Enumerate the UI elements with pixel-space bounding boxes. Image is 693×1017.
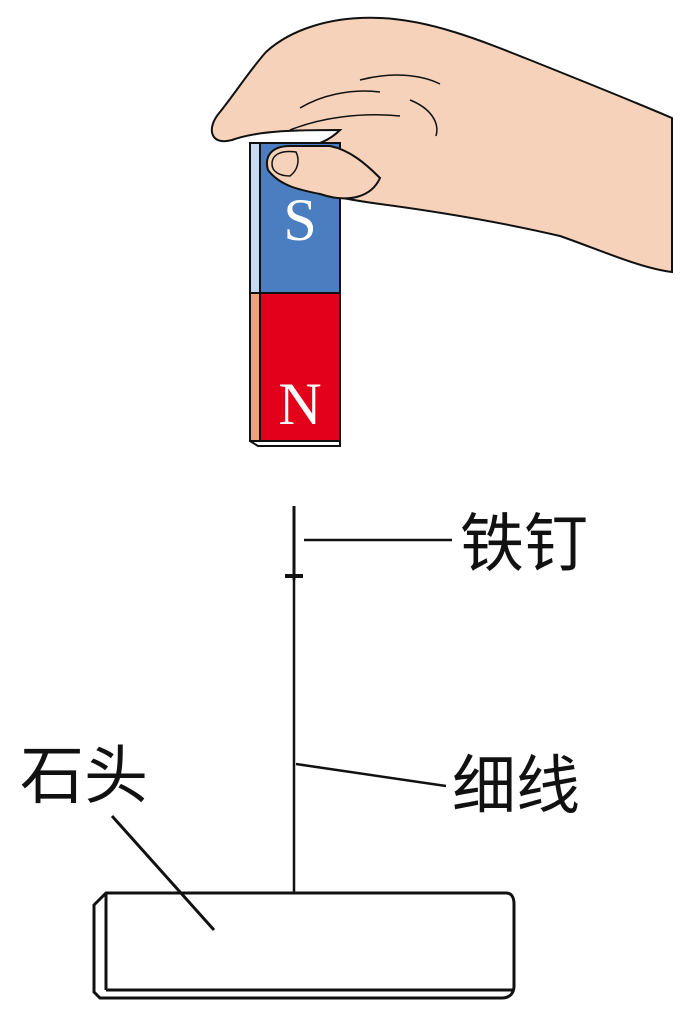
stone-outline (92, 891, 516, 1000)
hand-icon (210, 16, 673, 274)
magnet-south-side (249, 142, 261, 294)
thumbnail (271, 150, 299, 177)
north-pole-label: N (278, 371, 321, 437)
finger-crease-1 (299, 90, 381, 109)
finger-crease-3 (359, 74, 441, 85)
stone-block-icon (92, 891, 516, 1000)
magnet-bottom-bevel (249, 440, 341, 447)
finger-crease-2 (289, 114, 401, 131)
magnet-north-pole (259, 292, 341, 442)
thread-leader-line (295, 762, 447, 788)
thumb (266, 145, 382, 200)
nail-label: 铁钉 (460, 508, 588, 582)
magnet-north-side (249, 292, 261, 442)
thread-label: 细线 (452, 750, 580, 824)
finger-crease-4 (409, 99, 438, 137)
stone-label: 石头 (20, 740, 148, 814)
stone-leader-line (110, 814, 216, 932)
hand-palm (210, 16, 673, 274)
iron-nail-icon (285, 506, 303, 580)
south-pole-label: S (283, 187, 316, 253)
